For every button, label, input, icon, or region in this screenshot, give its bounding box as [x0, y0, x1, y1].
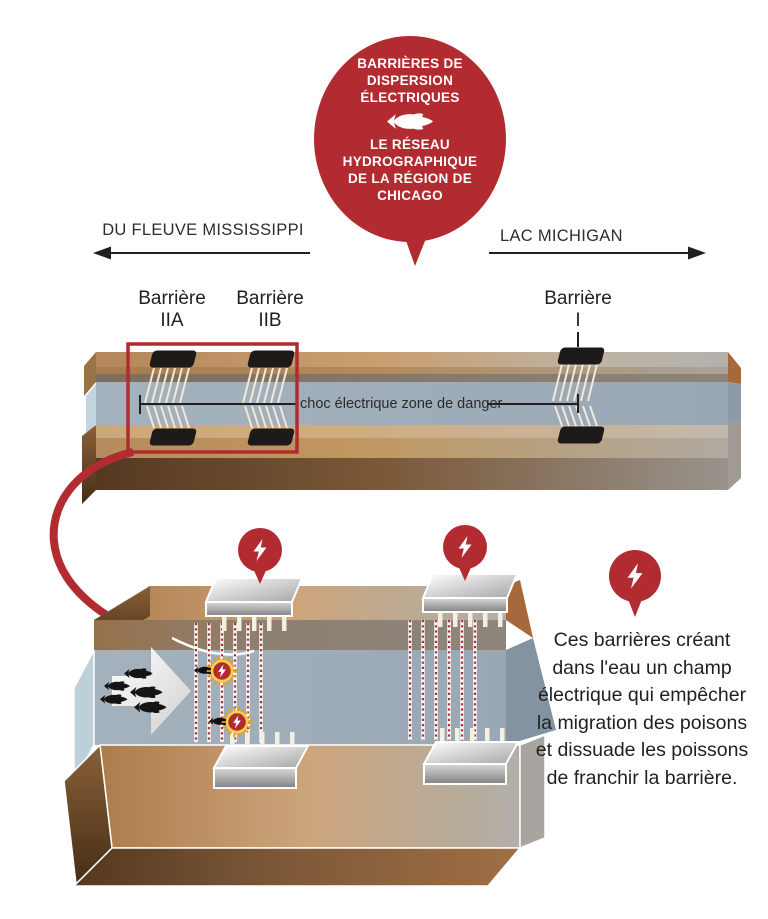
label-barrier-IIB: Barrière IIB — [225, 288, 315, 331]
barrier-I-top-device — [557, 347, 605, 365]
barrier-id: I — [575, 309, 581, 331]
detail-caption: Ces barrières créant dans l'eau un champ… — [535, 629, 749, 789]
electrode-housing-bottom-right — [422, 741, 520, 785]
fish-icon — [387, 113, 433, 130]
overview-channel — [82, 332, 741, 504]
barrier-name: Barrière — [236, 288, 304, 309]
title-bubble: BARRIÈRES DE DISPERSION ÉLECTRIQUES LE R… — [314, 36, 506, 242]
barrier-id: IIB — [258, 309, 282, 331]
barrier-IIB-bottom-device — [247, 428, 295, 446]
detail-channel — [63, 573, 556, 887]
label-barrier-I: Barrière I — [533, 288, 623, 331]
barrier-IIA-top-device — [149, 350, 197, 368]
barrier-name: Barrière — [138, 288, 206, 309]
highlight-box — [126, 342, 299, 454]
barrier-id: IIA — [160, 309, 184, 331]
barrier-IIB-top-device — [247, 350, 295, 368]
barrier-name: Barrière — [544, 288, 612, 309]
electrode-housing-bottom-left — [212, 745, 310, 789]
label-lac-michigan: LAC MICHIGAN — [500, 227, 623, 245]
shocked-fish-icon — [209, 706, 253, 738]
danger-zone-label: choc électrique zone de danger — [300, 396, 503, 412]
mississippi-arrow-icon — [93, 246, 310, 260]
barrier-devices — [149, 347, 605, 446]
lightning-bubble-right — [443, 525, 487, 581]
danger-zone-line — [139, 394, 579, 414]
electrode-housing-top-left — [204, 577, 304, 617]
barrier-I-bottom-device — [557, 426, 605, 444]
detail-bottom-bank — [63, 733, 546, 887]
electrode-tabs — [222, 610, 505, 747]
electrode-housings — [204, 573, 520, 789]
label-barrier-IIA: Barrière IIA — [127, 288, 217, 331]
barrier-IIA-bottom-device — [149, 428, 197, 446]
michigan-arrow-icon — [489, 246, 706, 260]
label-mississippi: DU FLEUVE MISSISSIPPI — [102, 221, 304, 239]
lightning-bubble-caption — [609, 550, 661, 617]
electrode-housing-top-right — [421, 573, 519, 613]
lightning-bubble-left — [238, 528, 282, 584]
shocked-fish-icon — [194, 655, 238, 687]
diagram-subtitle: LE RÉSEAU HYDROGRAPHIQUE DE LA RÉGION DE… — [342, 137, 478, 203]
diagram-title: BARRIÈRES DE DISPERSION ÉLECTRIQUES — [357, 56, 463, 105]
